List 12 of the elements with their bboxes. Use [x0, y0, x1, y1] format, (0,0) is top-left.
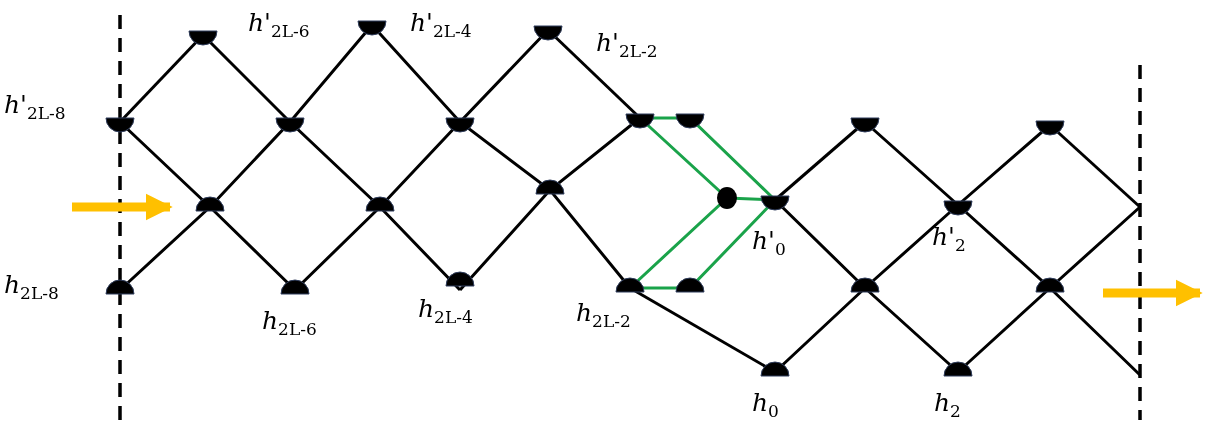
site-label: h'$_{2}$	[932, 224, 966, 254]
site-label: h'$_{0}$	[752, 228, 786, 258]
site-label: h'$_{2L-8}$	[4, 92, 66, 122]
site-label: h$_{2L-4}$	[418, 296, 473, 326]
site-label: h'$_{2L-4}$	[410, 10, 472, 40]
site-label: h'$_{2L-6}$	[248, 10, 310, 40]
site-label: h'$_{2L-2}$	[596, 30, 658, 60]
site-label: h$_{2L-2}$	[576, 300, 631, 330]
site-label: h$_{0}$	[752, 390, 779, 420]
site-label: h$_{2L-6}$	[262, 308, 317, 338]
site-label: h$_{2L-8}$	[4, 272, 59, 302]
site-label: h$_{2}$	[934, 390, 961, 420]
